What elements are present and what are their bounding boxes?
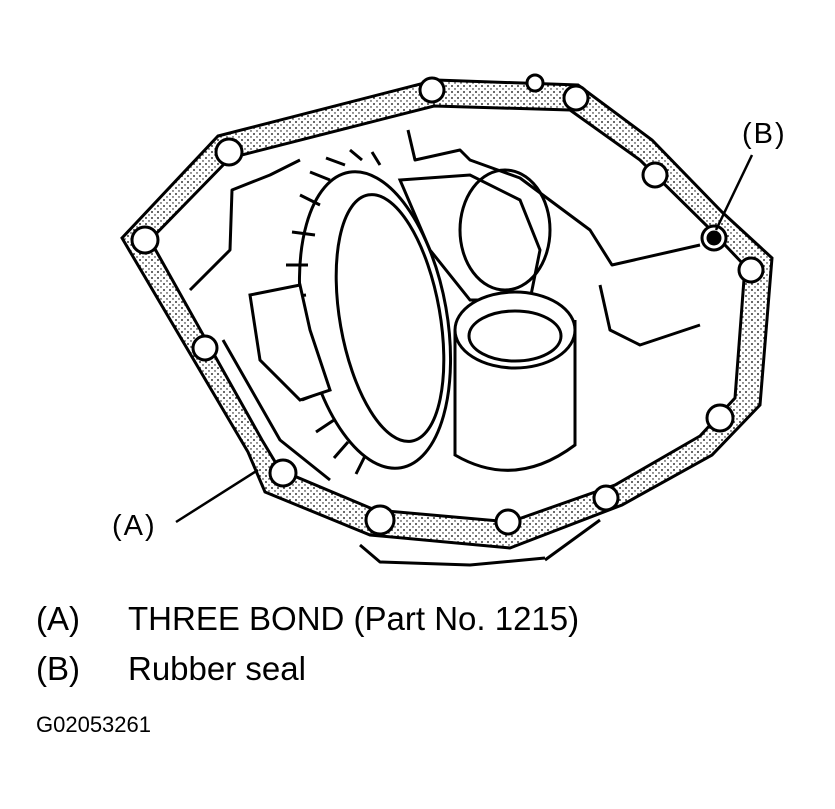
- callout-a-label: (A): [112, 510, 157, 542]
- housing-interior: [188, 129, 701, 567]
- differential-case: [248, 168, 552, 402]
- legend-text-b: Rubber seal: [128, 650, 306, 687]
- leader-lines: [175, 154, 754, 524]
- bolt-holes: [130, 73, 765, 536]
- legend-row-a: (A) THREE BOND (Part No. 1215): [36, 600, 579, 638]
- gasket-flange: [120, 78, 774, 550]
- side-bearing-sleeve: [453, 290, 577, 472]
- ring-gear: [283, 148, 453, 475]
- legend-row-b: (B) Rubber seal: [36, 650, 306, 688]
- legend-key-b: (B): [36, 650, 80, 687]
- legend-text-a: THREE BOND (Part No. 1215): [128, 600, 580, 637]
- callout-b-label: (B): [742, 118, 787, 150]
- figure-code: G02053261: [36, 712, 151, 737]
- legend-key-a: (A): [36, 600, 80, 637]
- rubber-seal: [700, 224, 728, 252]
